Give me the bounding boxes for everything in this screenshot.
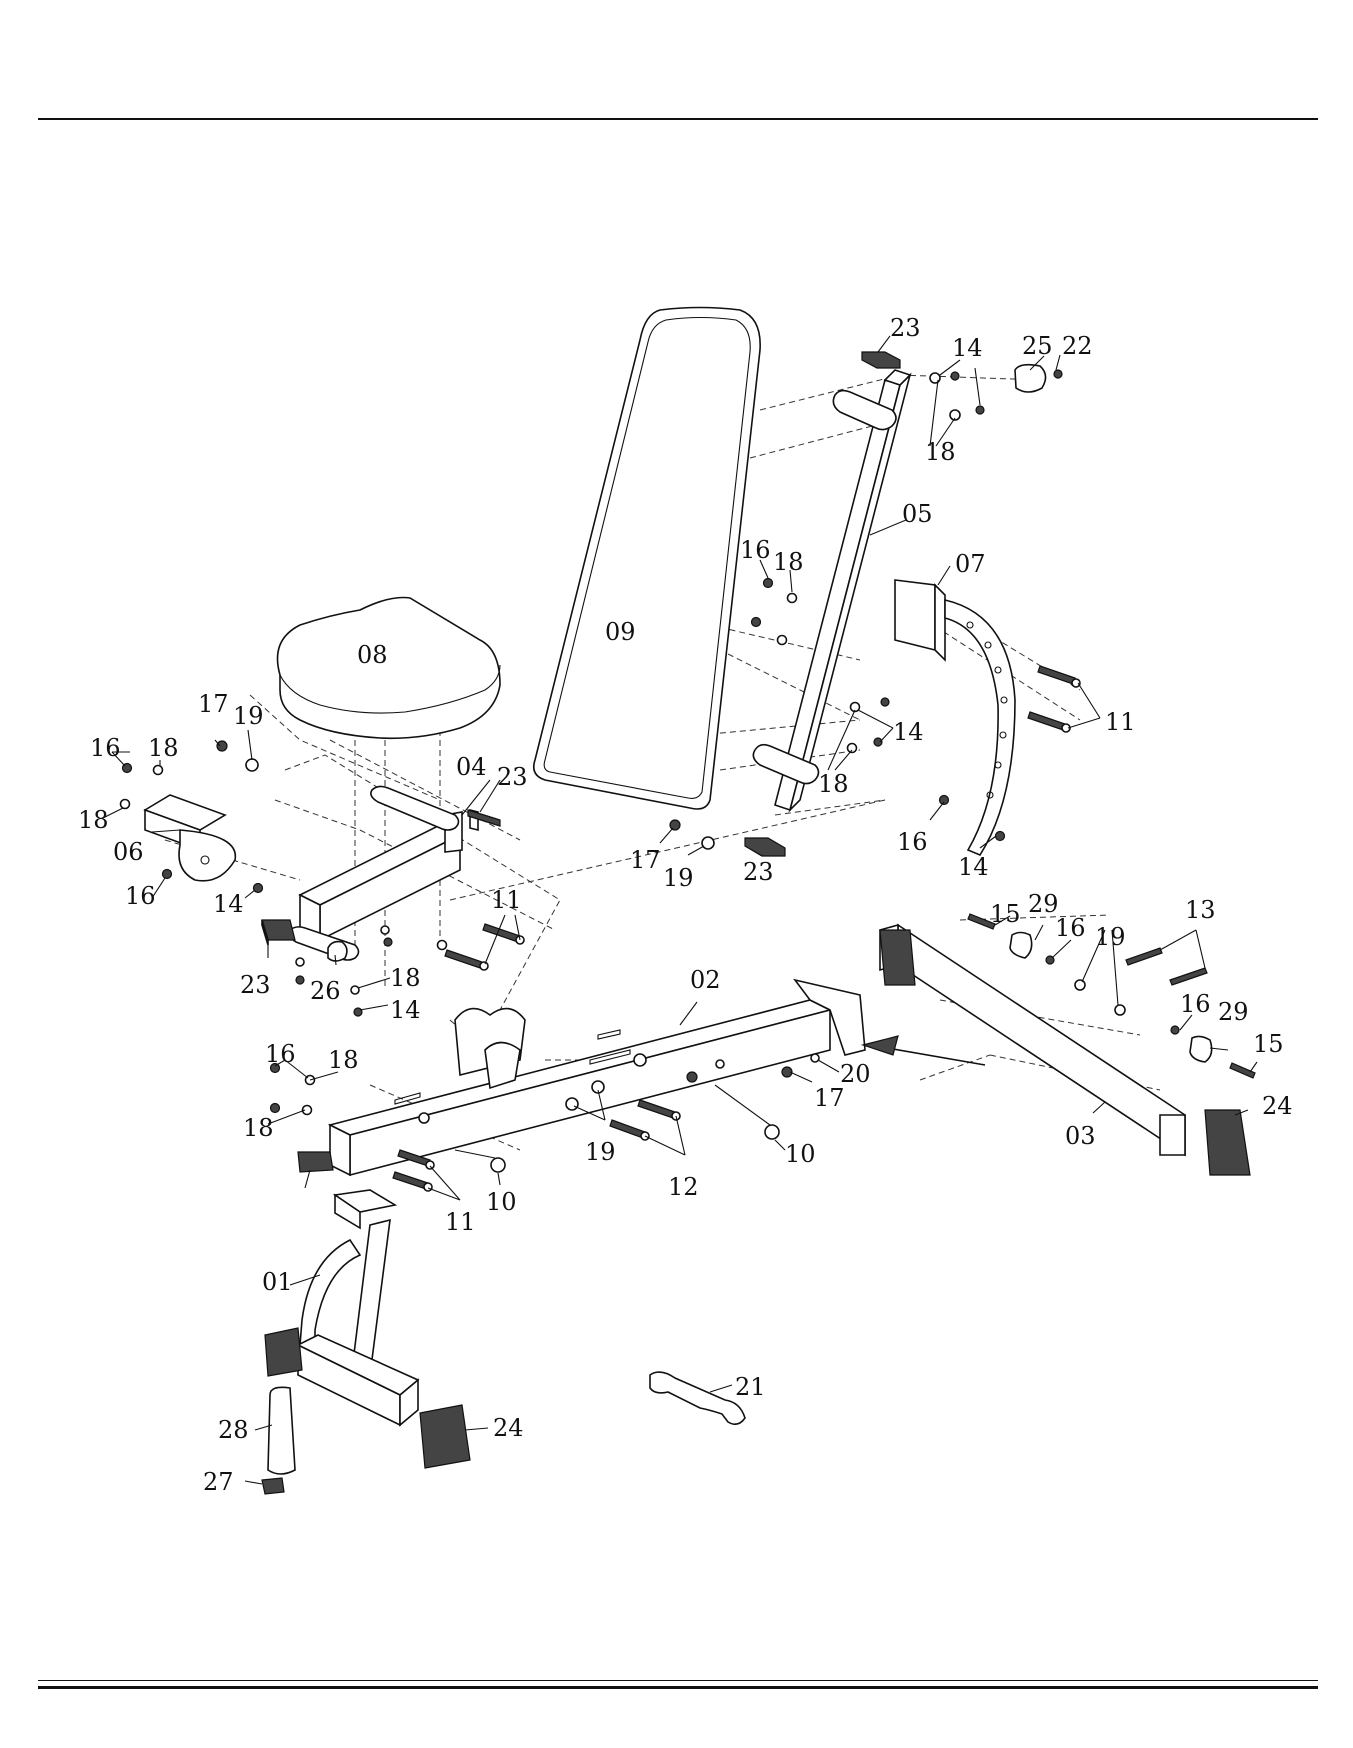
callout: 18 [148, 734, 179, 762]
callout: 12 [668, 1173, 699, 1201]
callout: 21 [735, 1373, 766, 1401]
wrench-21 [650, 1372, 745, 1424]
callout: 17 [198, 690, 229, 718]
callout: 11 [445, 1208, 476, 1236]
callout: 08 [357, 641, 388, 669]
seat-frame-04 [289, 786, 462, 960]
callout: 19 [663, 864, 694, 892]
callout: 06 [113, 838, 144, 866]
callout: 16 [740, 536, 771, 564]
callout: 14 [958, 853, 989, 881]
arrow-head [863, 1036, 898, 1055]
callout: 23 [497, 763, 528, 791]
callout: 19 [585, 1138, 616, 1166]
callout: 22 [1062, 332, 1093, 360]
callout: 13 [1185, 896, 1216, 924]
callout: 18 [818, 770, 849, 798]
callout: 18 [773, 548, 804, 576]
callout: 02 [690, 966, 721, 994]
end-cap-23-top [862, 352, 900, 368]
callout: 17 [630, 846, 661, 874]
callout: 16 [265, 1040, 296, 1068]
callout: 29 [1028, 890, 1059, 918]
callout: 19 [1095, 923, 1126, 951]
callout: 16 [125, 882, 156, 910]
bolts-11-right [1028, 666, 1080, 732]
callout: 29 [1218, 998, 1249, 1026]
callout: 25 [1022, 332, 1053, 360]
callout: 16 [897, 828, 928, 856]
callout: 10 [486, 1188, 517, 1216]
callout: 23 [240, 971, 271, 999]
callout: 19 [233, 702, 264, 730]
callout: 15 [1253, 1030, 1284, 1058]
callout: 15 [990, 900, 1021, 928]
backrest-pad-09 [534, 308, 760, 810]
callout: 18 [328, 1046, 359, 1074]
callout: 24 [1262, 1092, 1293, 1120]
callout: 18 [390, 964, 421, 992]
callout: 18 [925, 438, 956, 466]
callout: 16 [1055, 914, 1086, 942]
callout: 23 [890, 314, 921, 342]
seat-hardware [121, 741, 525, 1016]
callout: 18 [78, 806, 109, 834]
callout: 24 [493, 1414, 524, 1442]
callout: 10 [785, 1140, 816, 1168]
callout: 14 [952, 334, 983, 362]
callout: 14 [893, 718, 924, 746]
callout: 17 [814, 1084, 845, 1112]
seat-bracket-06 [145, 795, 235, 881]
backrest-frame-05 [753, 370, 910, 810]
end-cap-23-backrest [745, 838, 785, 856]
nut-16-bracket [940, 796, 949, 805]
callout: 20 [840, 1060, 871, 1088]
callout: 09 [605, 618, 636, 646]
bolt-14-bracket [996, 832, 1005, 841]
callout: 07 [955, 550, 986, 578]
callout: 05 [902, 500, 933, 528]
callout: 01 [262, 1268, 293, 1296]
callout: 26 [310, 977, 341, 1005]
callout: 04 [456, 753, 487, 781]
callout: 18 [243, 1114, 274, 1142]
callout: 14 [390, 996, 421, 1024]
callout: 03 [1065, 1122, 1096, 1150]
front-leg-01 [262, 1190, 470, 1494]
callout: 27 [203, 1468, 234, 1496]
callout: 23 [743, 858, 774, 886]
callout: 16 [90, 734, 121, 762]
callout: 16 [1180, 990, 1211, 1018]
callout: 14 [213, 890, 244, 918]
callout: 11 [1105, 708, 1136, 736]
callout: 28 [218, 1416, 249, 1444]
callout: 11 [491, 886, 522, 914]
seat-pad-08 [278, 598, 501, 739]
